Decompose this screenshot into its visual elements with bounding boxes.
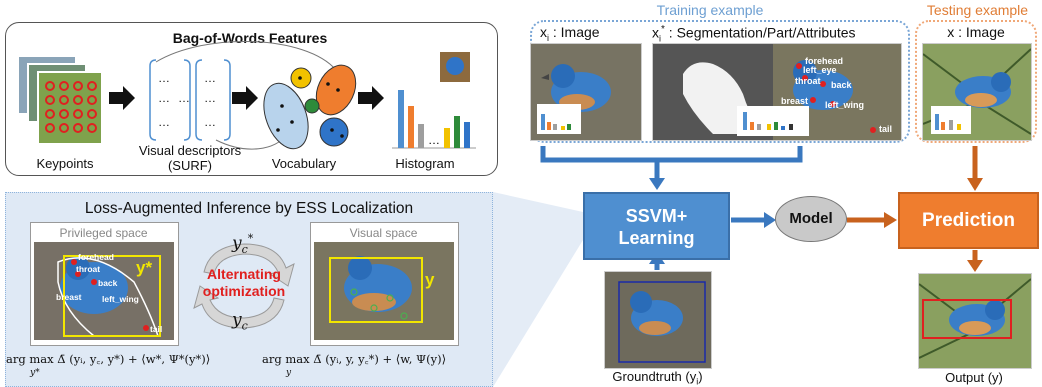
groundtruth-label: Groundtruth (yi) [612,369,703,387]
bow-illustration: … … … … … … … … [17,40,476,150]
priv-part-tail: tail [150,324,162,334]
output-label: Output (y) [945,370,1003,385]
testing-box [915,20,1037,143]
formula-visual: arg max Δ̄ (yᵢ, y, y꜀*) + ⟨w, Ψ(y)⟩ [262,352,447,366]
part-label-eye: left_eye [803,65,837,75]
groundtruth-image [604,271,712,369]
y-box-label: y [425,270,435,289]
alternating-optimization-label: Alternating optimization [202,266,286,299]
part-label-tail: tail [879,124,892,134]
formula-privileged: arg max Δ̄ (yᵢ, y꜀, y*) + ⟨w*, Ψ*(y*)⟩ [6,352,211,366]
descriptors-label: Visual descriptors [138,143,242,158]
ssvm-line2: Learning [618,228,695,248]
train-privileged-image: forehead left_eye throat back breast lef… [652,43,902,141]
privileged-space-image: forehead throat back breast left_wing ta… [34,242,174,340]
yc-variable: yc [232,310,248,333]
training-header: Training example [656,2,764,18]
lai-highlight-wedge [493,192,583,387]
svg-text:…: … [204,91,216,105]
svg-text:…: … [158,91,170,105]
train-image-label: xi : Image [540,24,600,43]
test-image-label: x : Image [947,24,1005,40]
svg-text:…: … [428,133,440,147]
lai-title: Loss-Augmented Inference by ESS Localiza… [84,200,414,217]
svg-text:…: … [204,115,216,129]
part-label-wing: left_wing [825,100,864,110]
testing-header: Testing example [926,2,1029,18]
alternating-arrows [193,243,295,329]
priv-part-back: back [98,278,118,288]
part-label-back: back [831,80,853,90]
formula-privileged-sub: y* [30,368,40,378]
part-label-breast: breast [781,96,808,106]
privileged-space-label: Privileged space [59,226,148,240]
prediction-box: Prediction [898,192,1039,249]
svg-text:…: … [178,91,190,105]
svg-text:…: … [158,71,170,85]
train-bird-image [530,43,642,141]
vocabulary-label: Vocabulary [271,156,337,171]
priv-part-throat: throat [76,264,100,274]
priv-part-forehead: forehead [78,252,114,262]
ssvm-learning-box: SSVM+ Learning [583,192,730,260]
bow-title: Bag-of-Words Features [172,30,328,46]
priv-part-breast: breast [56,292,82,302]
part-label-throat: throat [795,76,821,86]
formula-visual-sub: y [286,368,292,378]
priv-part-wing: left_wing [102,294,139,304]
svg-text:…: … [158,115,170,129]
model-node: Model [775,196,847,242]
output-image [918,273,1032,369]
test-bird-image [922,43,1032,141]
keypoints-label: Keypoints [36,156,94,171]
visual-space-image [314,242,454,340]
yc-star-variable: yc* [232,232,254,257]
histogram-label: Histogram [395,156,455,171]
visual-space-label: Visual space [349,226,418,240]
svg-text:…: … [204,71,216,85]
part-label-forehead: forehead [805,56,843,66]
descriptors-sub-label: (SURF) [167,158,213,173]
ystar-box-label: y* [136,258,153,277]
ssvm-line1: SSVM+ [625,206,688,226]
train-priv-label: xi* : Segmentation/Part/Attributes [652,24,856,44]
